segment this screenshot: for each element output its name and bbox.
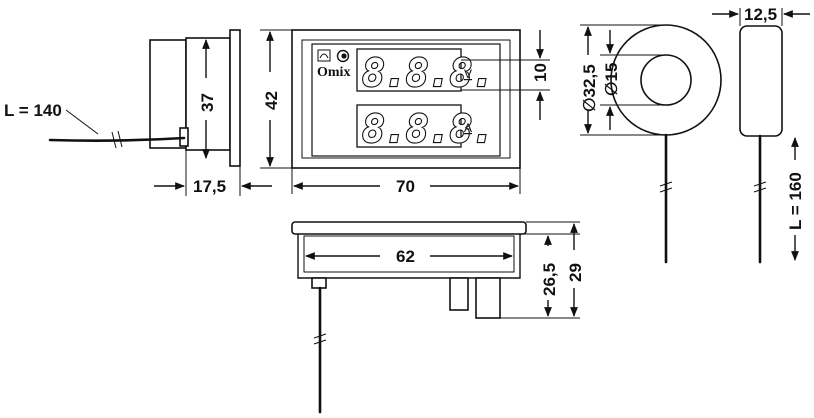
top-depth-inner-label: 26,5 xyxy=(540,263,559,296)
ring-thickness-label: 12,5 xyxy=(744,5,777,24)
top-display-digits: 8.8.8. xyxy=(362,51,493,95)
bottom-display-digits: 8.8.8. xyxy=(362,107,493,151)
lead-length-left-label: L = 140 xyxy=(4,101,62,120)
brand-name: Omix xyxy=(317,65,350,80)
front-height-label: 42 xyxy=(262,91,281,110)
ring-view: ∅32,5 ∅15 xyxy=(580,24,722,264)
logo-icon xyxy=(336,49,350,63)
side-height-label: 37 xyxy=(198,93,217,112)
top-view: 62 26,5 29 xyxy=(291,221,585,414)
voltage-unit: V xyxy=(464,67,472,81)
display-gap-label: 10 xyxy=(531,63,550,82)
top-depth-outer-label: 29 xyxy=(566,263,585,282)
ring-outer-label: ∅32,5 xyxy=(580,64,599,112)
ring-inner-label: ∅15 xyxy=(602,63,621,96)
lead-length-right-label: L = 160 xyxy=(786,172,805,230)
current-unit: A xyxy=(464,121,472,135)
front-view: Omix 8.8.8. 8.8.8. V A 42 70 10 xyxy=(260,29,550,196)
front-width-label: 70 xyxy=(396,177,415,196)
side-view: 37 17,5 L = 140 xyxy=(4,29,272,196)
side-depth-label: 17,5 xyxy=(193,177,226,196)
top-width-label: 62 xyxy=(396,247,415,266)
ring-side-view: 12,5 L = 160 xyxy=(712,5,810,264)
